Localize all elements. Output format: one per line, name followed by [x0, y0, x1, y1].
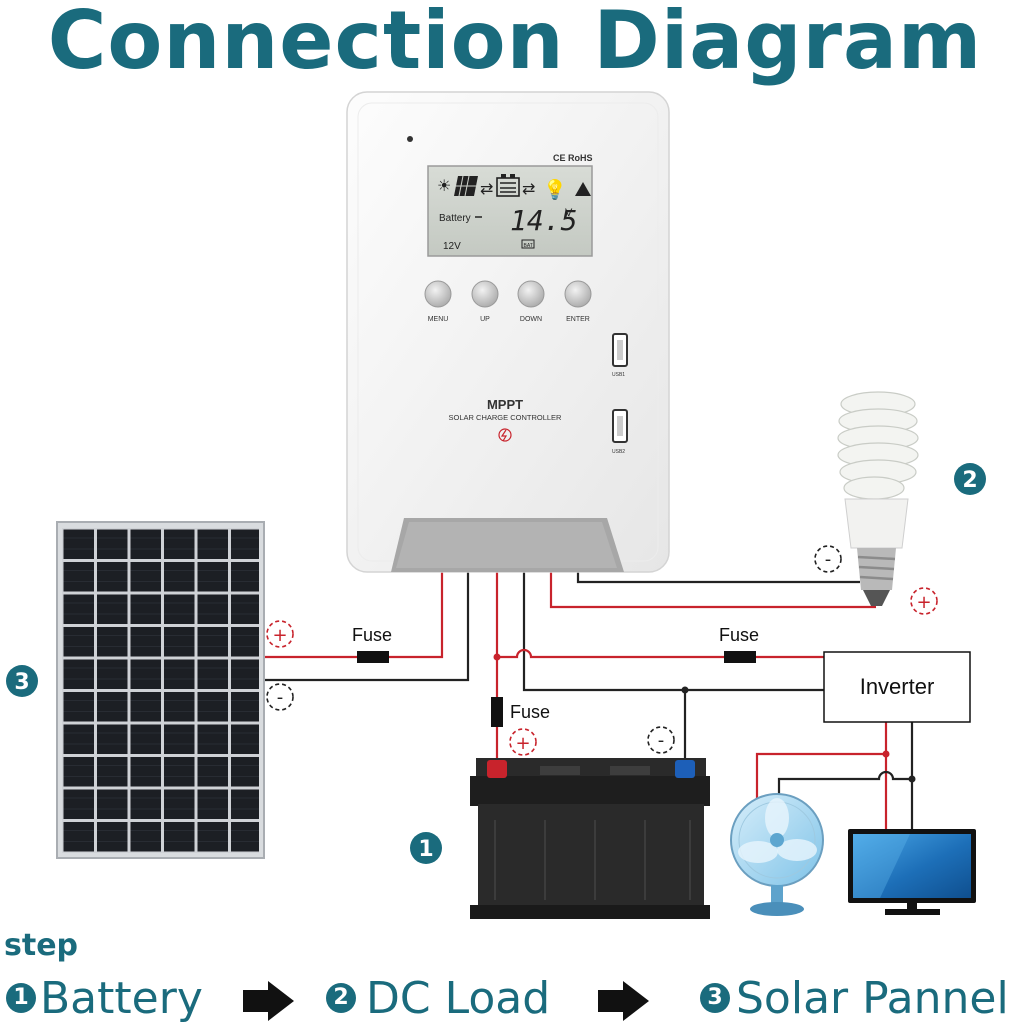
fuse-inverter — [724, 651, 756, 663]
fuse-solar — [357, 651, 389, 663]
fuse-battery — [491, 697, 503, 727]
solar-plus-marker: + — [272, 625, 287, 646]
step-heading: step — [4, 928, 79, 963]
wire-battery-negative — [522, 572, 687, 765]
enter-button[interactable] — [564, 280, 592, 308]
step-label: Solar Pannel — [736, 972, 1009, 1024]
step-item-dc-load: 2 DC Load — [326, 970, 550, 1030]
step-label: DC Load — [366, 972, 551, 1024]
up-button-label: UP — [480, 316, 490, 323]
enter-button-label: ENTER — [566, 316, 590, 323]
step-number: 1 — [6, 983, 36, 1013]
polarity-markers: + - + - - + — [266, 545, 938, 756]
fuse-inverter-label: Fuse — [719, 625, 759, 645]
menu-button[interactable] — [424, 280, 452, 308]
usb1-label: USB1 — [612, 372, 625, 378]
badge-dc-load: 2 — [962, 468, 977, 493]
step-label: Battery — [40, 972, 203, 1024]
certification-marks: CE RoHS — [553, 153, 593, 163]
down-button[interactable] — [517, 280, 545, 308]
fan — [730, 793, 824, 916]
wire-inverter-positive — [497, 648, 824, 659]
status-led — [407, 136, 413, 142]
wire-load-positive — [549, 572, 876, 609]
lcd-screen — [427, 165, 593, 257]
wire-solar-positive — [262, 572, 444, 659]
arrow-icon: ⇄ — [522, 179, 535, 198]
badge-battery: 1 — [418, 837, 433, 862]
lcd-unit: V — [565, 207, 573, 219]
battery-icon — [496, 174, 520, 197]
inverter-box — [823, 651, 971, 723]
solar-panel-icon — [454, 175, 478, 197]
fuse-battery-label: Fuse — [510, 702, 550, 722]
page-title: Connection Diagram — [47, 0, 983, 87]
controller-subtitle: SOLAR CHARGE CONTROLLER — [449, 413, 563, 422]
lcd-bat-icon: BAT — [524, 243, 533, 249]
battery-minus-marker: - — [658, 730, 665, 751]
step-arrow-icon — [243, 981, 294, 1021]
solar-minus-marker: - — [277, 687, 284, 708]
step-number: 2 — [326, 983, 356, 1013]
inverter-label: Inverter — [860, 674, 935, 699]
controller-brand: MPPT — [487, 397, 523, 412]
usb2-label: USB2 — [612, 449, 625, 455]
menu-button-label: MENU — [428, 316, 449, 323]
lcd-system-voltage: 12V — [443, 241, 461, 252]
warning-icon — [575, 182, 591, 196]
arrow-icon: ⇄ — [480, 179, 493, 198]
bulb-minus-marker: - — [825, 549, 832, 570]
wire-solar-negative — [262, 572, 470, 682]
battery-negative-terminal — [675, 760, 695, 778]
bulb-icon: 💡 — [543, 178, 567, 201]
number-badges: 1 2 3 — [6, 463, 986, 864]
step-arrow-icon — [598, 981, 649, 1021]
bulb-plus-marker: + — [916, 592, 931, 613]
logo-icon — [498, 428, 512, 442]
battery-positive-terminal — [487, 760, 507, 778]
step-number: 3 — [700, 983, 730, 1013]
down-button-label: DOWN — [520, 316, 542, 323]
charge-controller: CE RoHS ☀ ⇄ ⇄ 💡 Battery 14.5 V 12V BAT — [346, 91, 670, 573]
up-button[interactable] — [471, 280, 499, 308]
sun-icon: ☀ — [437, 176, 451, 195]
wire-fan-black — [777, 770, 912, 800]
wire-load-negative — [576, 572, 860, 584]
fuse-solar-label: Fuse — [352, 625, 392, 645]
battery-plus-marker: + — [515, 733, 530, 754]
wire-fan-red — [755, 752, 886, 800]
wire-junctions — [493, 653, 916, 783]
monitor — [848, 829, 976, 915]
badge-solar: 3 — [14, 670, 29, 695]
lcd-battery-label: Battery — [439, 213, 471, 224]
light-bulb — [837, 391, 919, 606]
lcd-voltage: 14.5 — [510, 204, 577, 237]
battery — [470, 758, 710, 919]
solar-panel — [56, 521, 265, 859]
